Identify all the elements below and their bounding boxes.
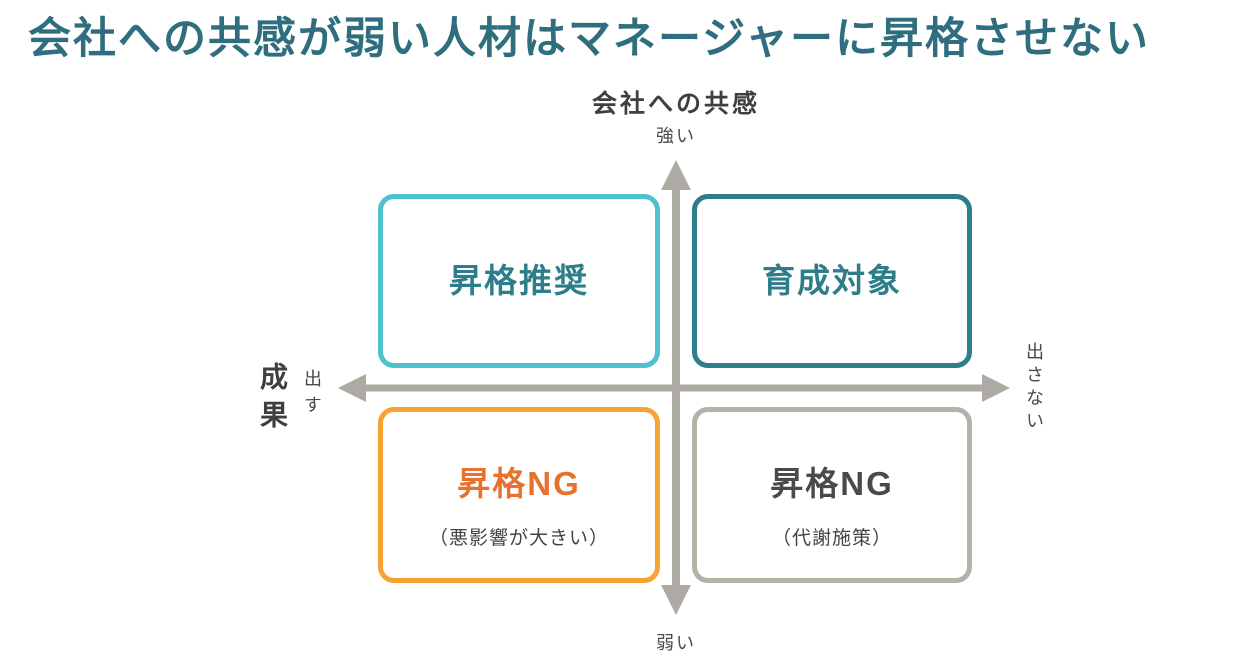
arrow-right-icon [982,374,1010,402]
horizontal-axis-positive-end-label: 出す [302,369,322,421]
horizontal-axis-label: 成果 [257,362,288,438]
quadrant-note: （代謝施策） [771,527,892,549]
page-title: 会社への共感が弱い人材はマネージャーに昇格させない [28,15,1150,63]
vertical-axis-negative-end-label: 弱い [656,633,696,653]
horizontal-axis-negative-end-label: 出さない [1024,342,1044,434]
arrow-down-icon [661,585,691,615]
quadrant-label: 昇格推奨 [449,261,589,299]
quadrant-promotion-ng-turnover-measure: 昇格NG （代謝施策） [692,407,972,583]
quadrant-label: 昇格NG [770,465,894,503]
quadrant-label: 育成対象 [762,261,902,299]
quadrant-promotion-recommended: 昇格推奨 [378,194,660,368]
arrow-up-icon [661,160,691,190]
arrow-left-icon [338,374,366,402]
vertical-axis-label: 会社への共感 [591,90,760,118]
vertical-axis-arrow [661,160,691,615]
quadrant-promotion-ng-bad-influence: 昇格NG （悪影響が大きい） [378,407,660,583]
horizontal-axis-arrow [338,374,1010,402]
quadrant-note: （悪影響が大きい） [428,527,609,549]
vertical-axis-positive-end-label: 強い [656,126,696,146]
quadrant-development-target: 育成対象 [692,194,972,368]
quadrant-label: 昇格NG [457,465,581,503]
